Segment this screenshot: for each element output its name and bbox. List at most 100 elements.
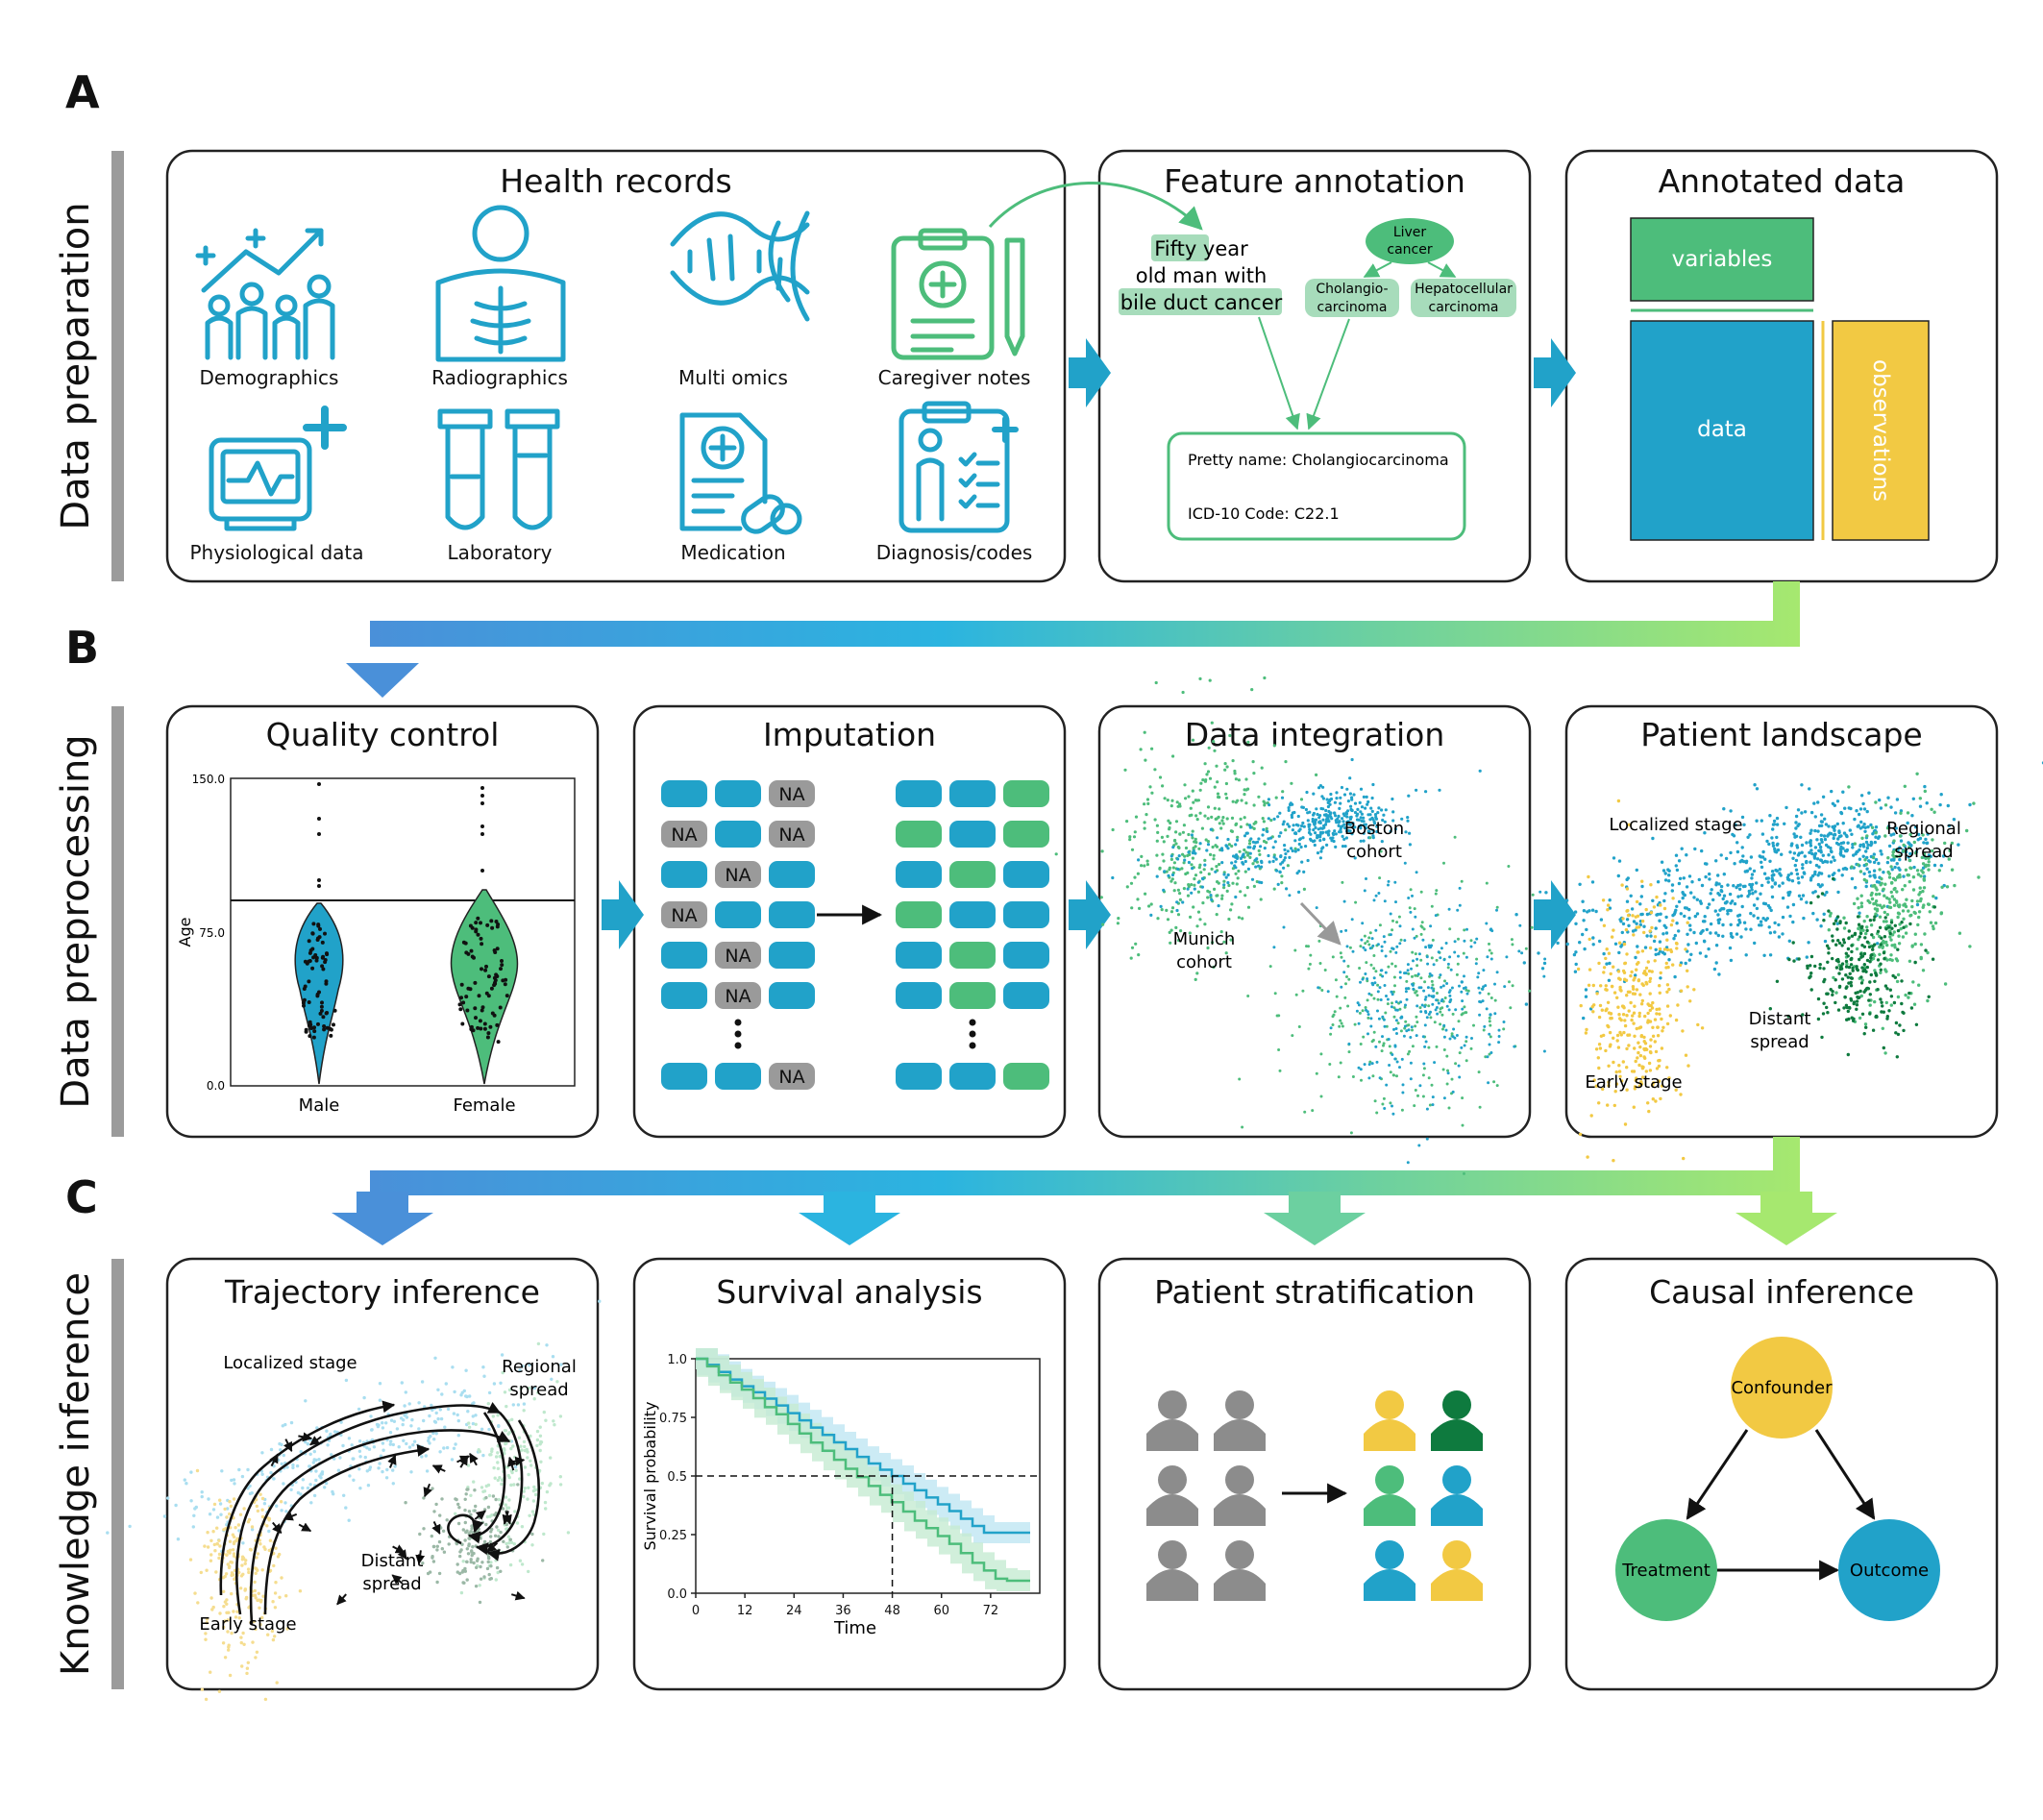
early-stage-point xyxy=(1662,906,1667,911)
integrated-point xyxy=(1411,983,1415,987)
trajectory-regional-point xyxy=(529,1459,532,1463)
localized-stage-point xyxy=(1764,918,1768,922)
distant-spread-point xyxy=(1882,1045,1886,1050)
munich-cohort-point xyxy=(1190,883,1194,887)
trajectory-localized-point xyxy=(306,1486,310,1490)
early-stage-point xyxy=(1675,947,1679,950)
integrated-point xyxy=(1497,1035,1501,1038)
trajectory-regional-point xyxy=(523,1465,528,1469)
munich-cohort-point xyxy=(1198,863,1202,867)
munich-cohort-point xyxy=(1212,965,1216,970)
munich-cohort-point xyxy=(1255,860,1259,864)
trajectory-regional-point xyxy=(494,1455,499,1459)
trajectory-regional-point xyxy=(503,1451,506,1456)
integrated-point xyxy=(1421,1094,1425,1098)
boston-cohort-point xyxy=(1371,828,1375,832)
trajectory-distant-point xyxy=(501,1507,505,1511)
integrated-point xyxy=(1366,1013,1370,1017)
regional-spread-point xyxy=(1898,903,1902,907)
integrated-point xyxy=(1346,965,1350,968)
distant-spread-point xyxy=(1869,972,1874,977)
boston-cohort-point xyxy=(1222,883,1226,887)
localized-stage-point xyxy=(1729,908,1733,913)
early-stage-point xyxy=(1605,1007,1609,1011)
distant-spread-point xyxy=(1867,998,1871,1002)
early-stage-point xyxy=(1650,925,1654,930)
trajectory-regional-point xyxy=(532,1397,536,1401)
localized-stage-point xyxy=(1787,939,1792,943)
distant-spread-point xyxy=(1834,919,1838,922)
integrated-point xyxy=(1425,955,1429,959)
early-stage-point xyxy=(1644,907,1648,912)
munich-cohort-point xyxy=(1158,867,1162,871)
early-stage-point xyxy=(1636,914,1640,918)
localized-stage-point xyxy=(1626,876,1631,880)
integrated-point xyxy=(1428,974,1432,978)
boston-cohort-point xyxy=(1334,819,1338,823)
regional-spread-point xyxy=(1832,975,1835,980)
trajectory-regional-point xyxy=(513,1455,517,1460)
trajectory-distant-point xyxy=(463,1569,467,1573)
trajectory-early-point xyxy=(254,1571,258,1576)
distant-spread-point xyxy=(1809,974,1812,978)
trajectory-distant-point xyxy=(482,1575,486,1579)
early-stage-point xyxy=(1658,991,1662,996)
early-stage-point xyxy=(1612,965,1615,969)
regional-spread-point xyxy=(1904,993,1908,997)
localized-stage-point xyxy=(1643,946,1648,949)
trajectory-early-point xyxy=(222,1589,226,1594)
trajectory-regional-point xyxy=(478,1449,481,1454)
integrated-point xyxy=(1445,982,1449,985)
distant-spread-point xyxy=(1858,935,1862,939)
trajectory-localized-point xyxy=(397,1445,401,1449)
trajectory-regional-point xyxy=(509,1469,513,1473)
localized-stage-point xyxy=(1675,904,1679,908)
trajectory-localized-point xyxy=(341,1443,345,1448)
boston-cohort-point xyxy=(1369,806,1373,810)
trajectory-distant-point xyxy=(431,1487,434,1490)
tree-right-line-2: carcinoma xyxy=(1429,300,1499,315)
integrated-point xyxy=(1273,992,1277,996)
integrated-point xyxy=(1421,1073,1425,1077)
early-stage-point xyxy=(1646,960,1651,964)
munich-cohort-point xyxy=(1193,840,1196,844)
boston-cohort-point xyxy=(1424,790,1428,794)
boston-cohort-point xyxy=(1341,834,1344,839)
integrated-point xyxy=(1487,992,1490,996)
integrated-point xyxy=(1329,1032,1333,1036)
localized-stage-point xyxy=(1740,846,1744,849)
regional-spread-point xyxy=(1910,945,1914,948)
trajectory-early-point xyxy=(193,1591,197,1595)
na-label: NA xyxy=(725,946,751,967)
early-stage-point xyxy=(1651,1025,1655,1030)
localized-stage-point xyxy=(1864,849,1868,853)
note-line-1: Fifty year xyxy=(1154,237,1248,260)
localized-stage-point xyxy=(1719,884,1724,889)
localized-stage-point xyxy=(1717,972,1721,976)
trajectory-localized-point xyxy=(511,1403,515,1407)
boston-cohort-point xyxy=(1149,913,1153,918)
localized-stage-point xyxy=(1760,883,1764,888)
regional-spread-point xyxy=(1858,1016,1862,1021)
munich-cohort-point xyxy=(1263,782,1267,786)
regional-spread-point xyxy=(1923,932,1927,936)
munich-cohort-point xyxy=(1230,829,1234,834)
early-stage-point xyxy=(1594,1084,1599,1088)
localized-stage-point xyxy=(1819,820,1824,824)
trajectory-localized-point xyxy=(220,1469,224,1473)
trajectory-regional-point xyxy=(527,1386,531,1390)
localized-stage-point xyxy=(1874,857,1879,862)
munich-cohort-point xyxy=(1215,865,1218,869)
munich-cohort-point xyxy=(1178,832,1182,836)
trajectory-regional-point xyxy=(523,1487,527,1490)
trajectory-regional-point xyxy=(549,1456,553,1460)
integrated-point xyxy=(1381,1035,1384,1039)
localized-stage-point xyxy=(1755,787,1760,791)
trajectory-regional-point xyxy=(553,1423,556,1427)
regional-spread-point xyxy=(1892,839,1896,843)
trajectory-distant-point xyxy=(499,1530,503,1535)
boston-cohort-point xyxy=(1364,806,1367,810)
trajectory-early-point xyxy=(280,1576,283,1580)
trajectory-localized-point xyxy=(393,1464,397,1468)
early-stage-point xyxy=(1586,1155,1589,1159)
